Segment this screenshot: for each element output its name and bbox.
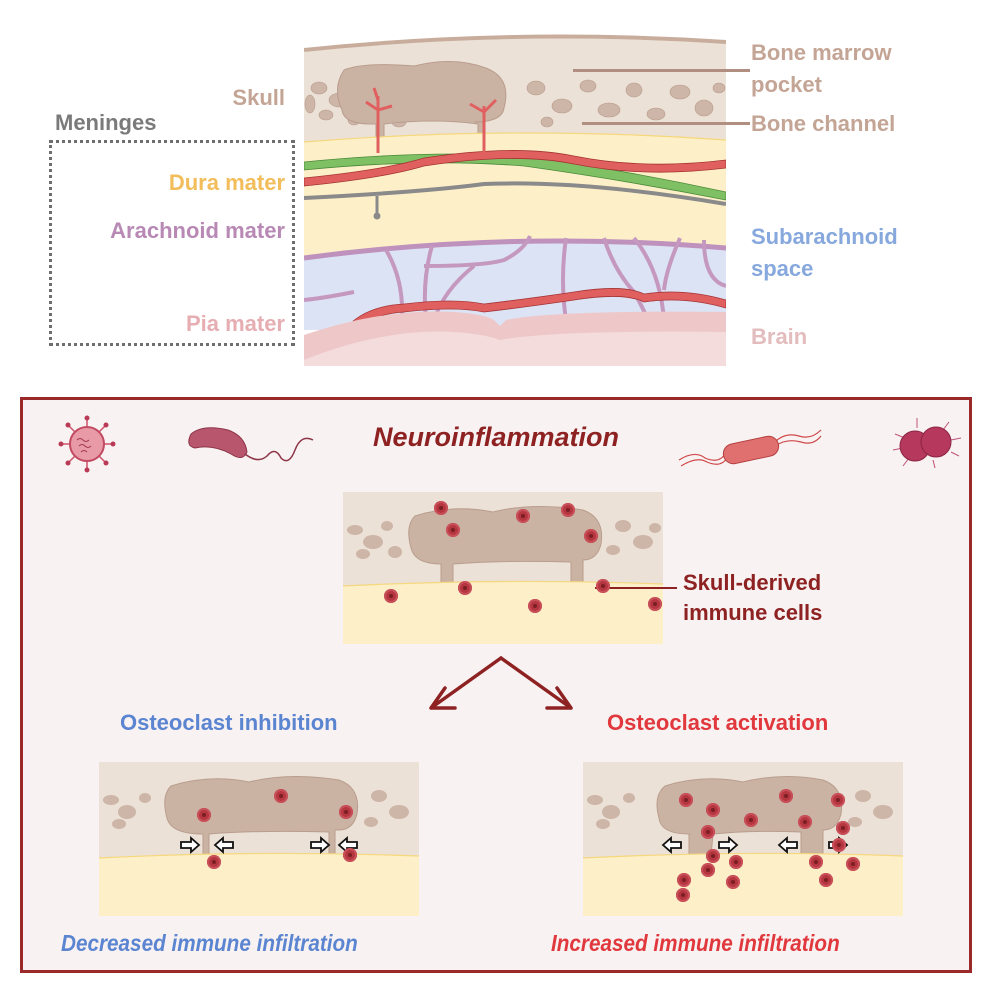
neuroinflammation-panel: Neuroinflammation — [20, 397, 972, 973]
bone-marrow-pointer-line — [573, 69, 750, 72]
skull-label: Skull — [232, 85, 285, 110]
left-branch-arrow — [429, 656, 503, 710]
arachnoid-mater-label: Arachnoid mater — [110, 218, 285, 243]
immune-cell — [729, 855, 743, 869]
immune-cell — [836, 821, 850, 835]
immune-cell — [744, 813, 758, 827]
trabecular-bone-right — [526, 79, 726, 128]
immune-cell — [706, 803, 720, 817]
immune-cell — [434, 501, 448, 515]
meninges-cross-section — [304, 34, 726, 366]
bone-marrow-pocket-label: Bone marrow pocket — [751, 40, 892, 98]
bone-channel-vessel-right — [469, 98, 498, 156]
subarachnoid-space-label-line1: Subarachnoid — [751, 224, 898, 249]
vein — [304, 181, 726, 206]
osteoclast-activation-title: Osteoclast activation — [607, 710, 829, 735]
immune-cell — [528, 599, 542, 613]
immune-cell — [446, 523, 460, 537]
bone-marrow-pocket-label-line1: Bone marrow — [751, 40, 892, 65]
trabecular-bone — [347, 520, 661, 559]
pia-mater-label: Pia mater — [185, 311, 285, 336]
bone-channel-label: Bone channel — [751, 111, 896, 136]
inhibition-skull-diagram — [99, 762, 419, 916]
neuroinflammation-skull-diagram — [343, 492, 663, 644]
immune-cell — [677, 873, 691, 887]
increased-infiltration-label: Increased immune infiltration — [551, 930, 840, 956]
skull-derived-immune-cells-line2: immune cells — [683, 600, 823, 625]
anatomy-diagram — [304, 30, 726, 366]
immune-cell — [516, 509, 530, 523]
immune-cell — [274, 789, 288, 803]
branch-arrows — [429, 656, 573, 710]
immune-cell — [819, 873, 833, 887]
immune-cell — [831, 793, 845, 807]
immune-cell — [384, 589, 398, 603]
neuroinflammation-title: Neuroinflammation — [372, 422, 620, 452]
meninges-label: Meninges — [55, 110, 157, 135]
immune-cell — [701, 825, 715, 839]
immune-cell — [679, 793, 693, 807]
immune-cell — [648, 597, 662, 611]
skull-derived-immune-cells-label: Skull-derived immune cells — [683, 568, 822, 628]
arachnoid-membrane — [304, 238, 726, 261]
subarachnoid-blood-vessel — [343, 288, 726, 335]
subarachnoid-space-label-line2: space — [751, 256, 814, 281]
immune-cell — [339, 805, 353, 819]
activation-skull-diagram — [583, 762, 903, 916]
immune-cell — [197, 808, 211, 822]
immune-cell — [596, 579, 610, 593]
immune-cell — [458, 581, 472, 595]
immune-cell — [846, 857, 860, 871]
immune-cell — [676, 888, 690, 902]
virus-icon — [58, 415, 116, 473]
flagellated-bacterium-icon — [188, 427, 314, 462]
callout-line-extension — [663, 587, 677, 589]
decreased-infiltration-label: Decreased immune infiltration — [61, 930, 358, 956]
dura-mater-label: Dura mater — [168, 170, 285, 195]
skull-outer-edge — [304, 34, 726, 52]
immune-cell — [706, 849, 720, 863]
inward-arrows — [180, 836, 358, 854]
brain-label: Brain — [751, 324, 808, 349]
dura-blood-vessel — [304, 150, 726, 187]
brain-tissue — [304, 331, 726, 366]
diplococcus-icon — [892, 418, 962, 469]
immune-cell — [726, 875, 740, 889]
subarachnoid-space-label: Subarachnoid space — [751, 224, 898, 282]
immune-cell — [343, 848, 357, 862]
meninges-bracket-box — [49, 140, 295, 346]
immune-cell — [561, 503, 575, 517]
bone-channel-pointer-line — [582, 122, 750, 125]
bone-marrow-pocket-label-line2: pocket — [751, 72, 822, 97]
immune-cell — [584, 529, 598, 543]
immune-cell — [779, 789, 793, 803]
immune-cell — [832, 838, 846, 852]
bone-channel-vessel-left — [365, 87, 393, 153]
rod-bacterium-icon — [678, 429, 822, 467]
skull-derived-immune-cells-line1: Skull-derived — [683, 570, 822, 595]
right-branch-arrow — [499, 656, 573, 710]
immune-cell — [207, 855, 221, 869]
bone-marrow-pocket — [337, 60, 507, 155]
immune-cell — [809, 855, 823, 869]
immune-cell — [798, 815, 812, 829]
immune-cell — [701, 863, 715, 877]
osteoclast-inhibition-title: Osteoclast inhibition — [120, 710, 338, 735]
